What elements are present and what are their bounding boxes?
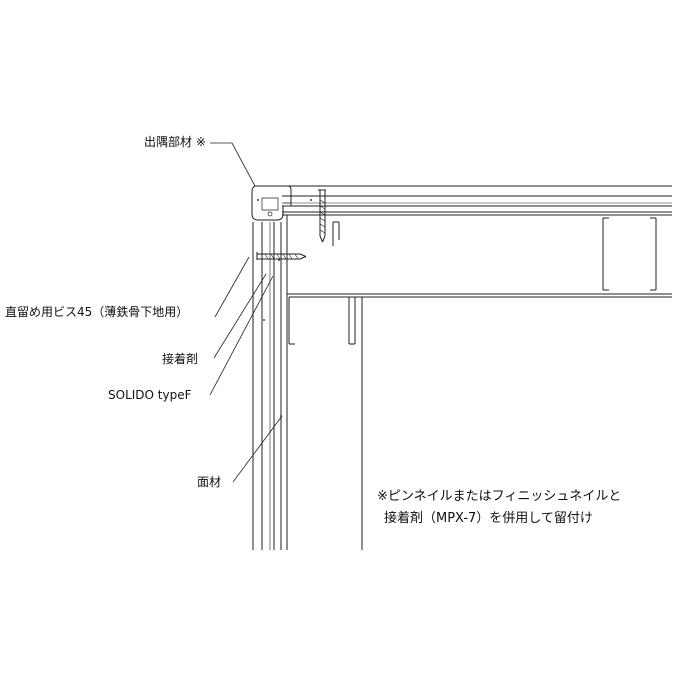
label-product: SOLIDO typeF — [108, 388, 192, 402]
adhesive-dots — [257, 199, 312, 417]
label-screw: 直留め用ビス45（薄鉄骨下地用） — [5, 305, 189, 319]
label-adhesive: 接着剤 — [162, 352, 199, 366]
top-panel-layers — [282, 185, 672, 216]
corner-trim-part — [251, 185, 292, 221]
label-panel: 面材 — [197, 475, 222, 489]
steel-frame — [286, 215, 672, 550]
vertical-screw — [318, 189, 326, 243]
label-corner-part: 出隅部材 ※ — [144, 135, 206, 149]
installation-note: ※ピンネイルまたはフィニッシュネイルと 接着剤（MPX-7）を併用して留付け — [377, 486, 621, 530]
vertical-panel-layers — [252, 222, 288, 550]
note-line-1: ※ピンネイルまたはフィニッシュネイルと — [377, 489, 622, 504]
leader-lines — [209, 142, 283, 483]
note-line-2: 接着剤（MPX-7）を併用して留付け — [384, 511, 593, 526]
horizontal-screw — [256, 252, 307, 260]
